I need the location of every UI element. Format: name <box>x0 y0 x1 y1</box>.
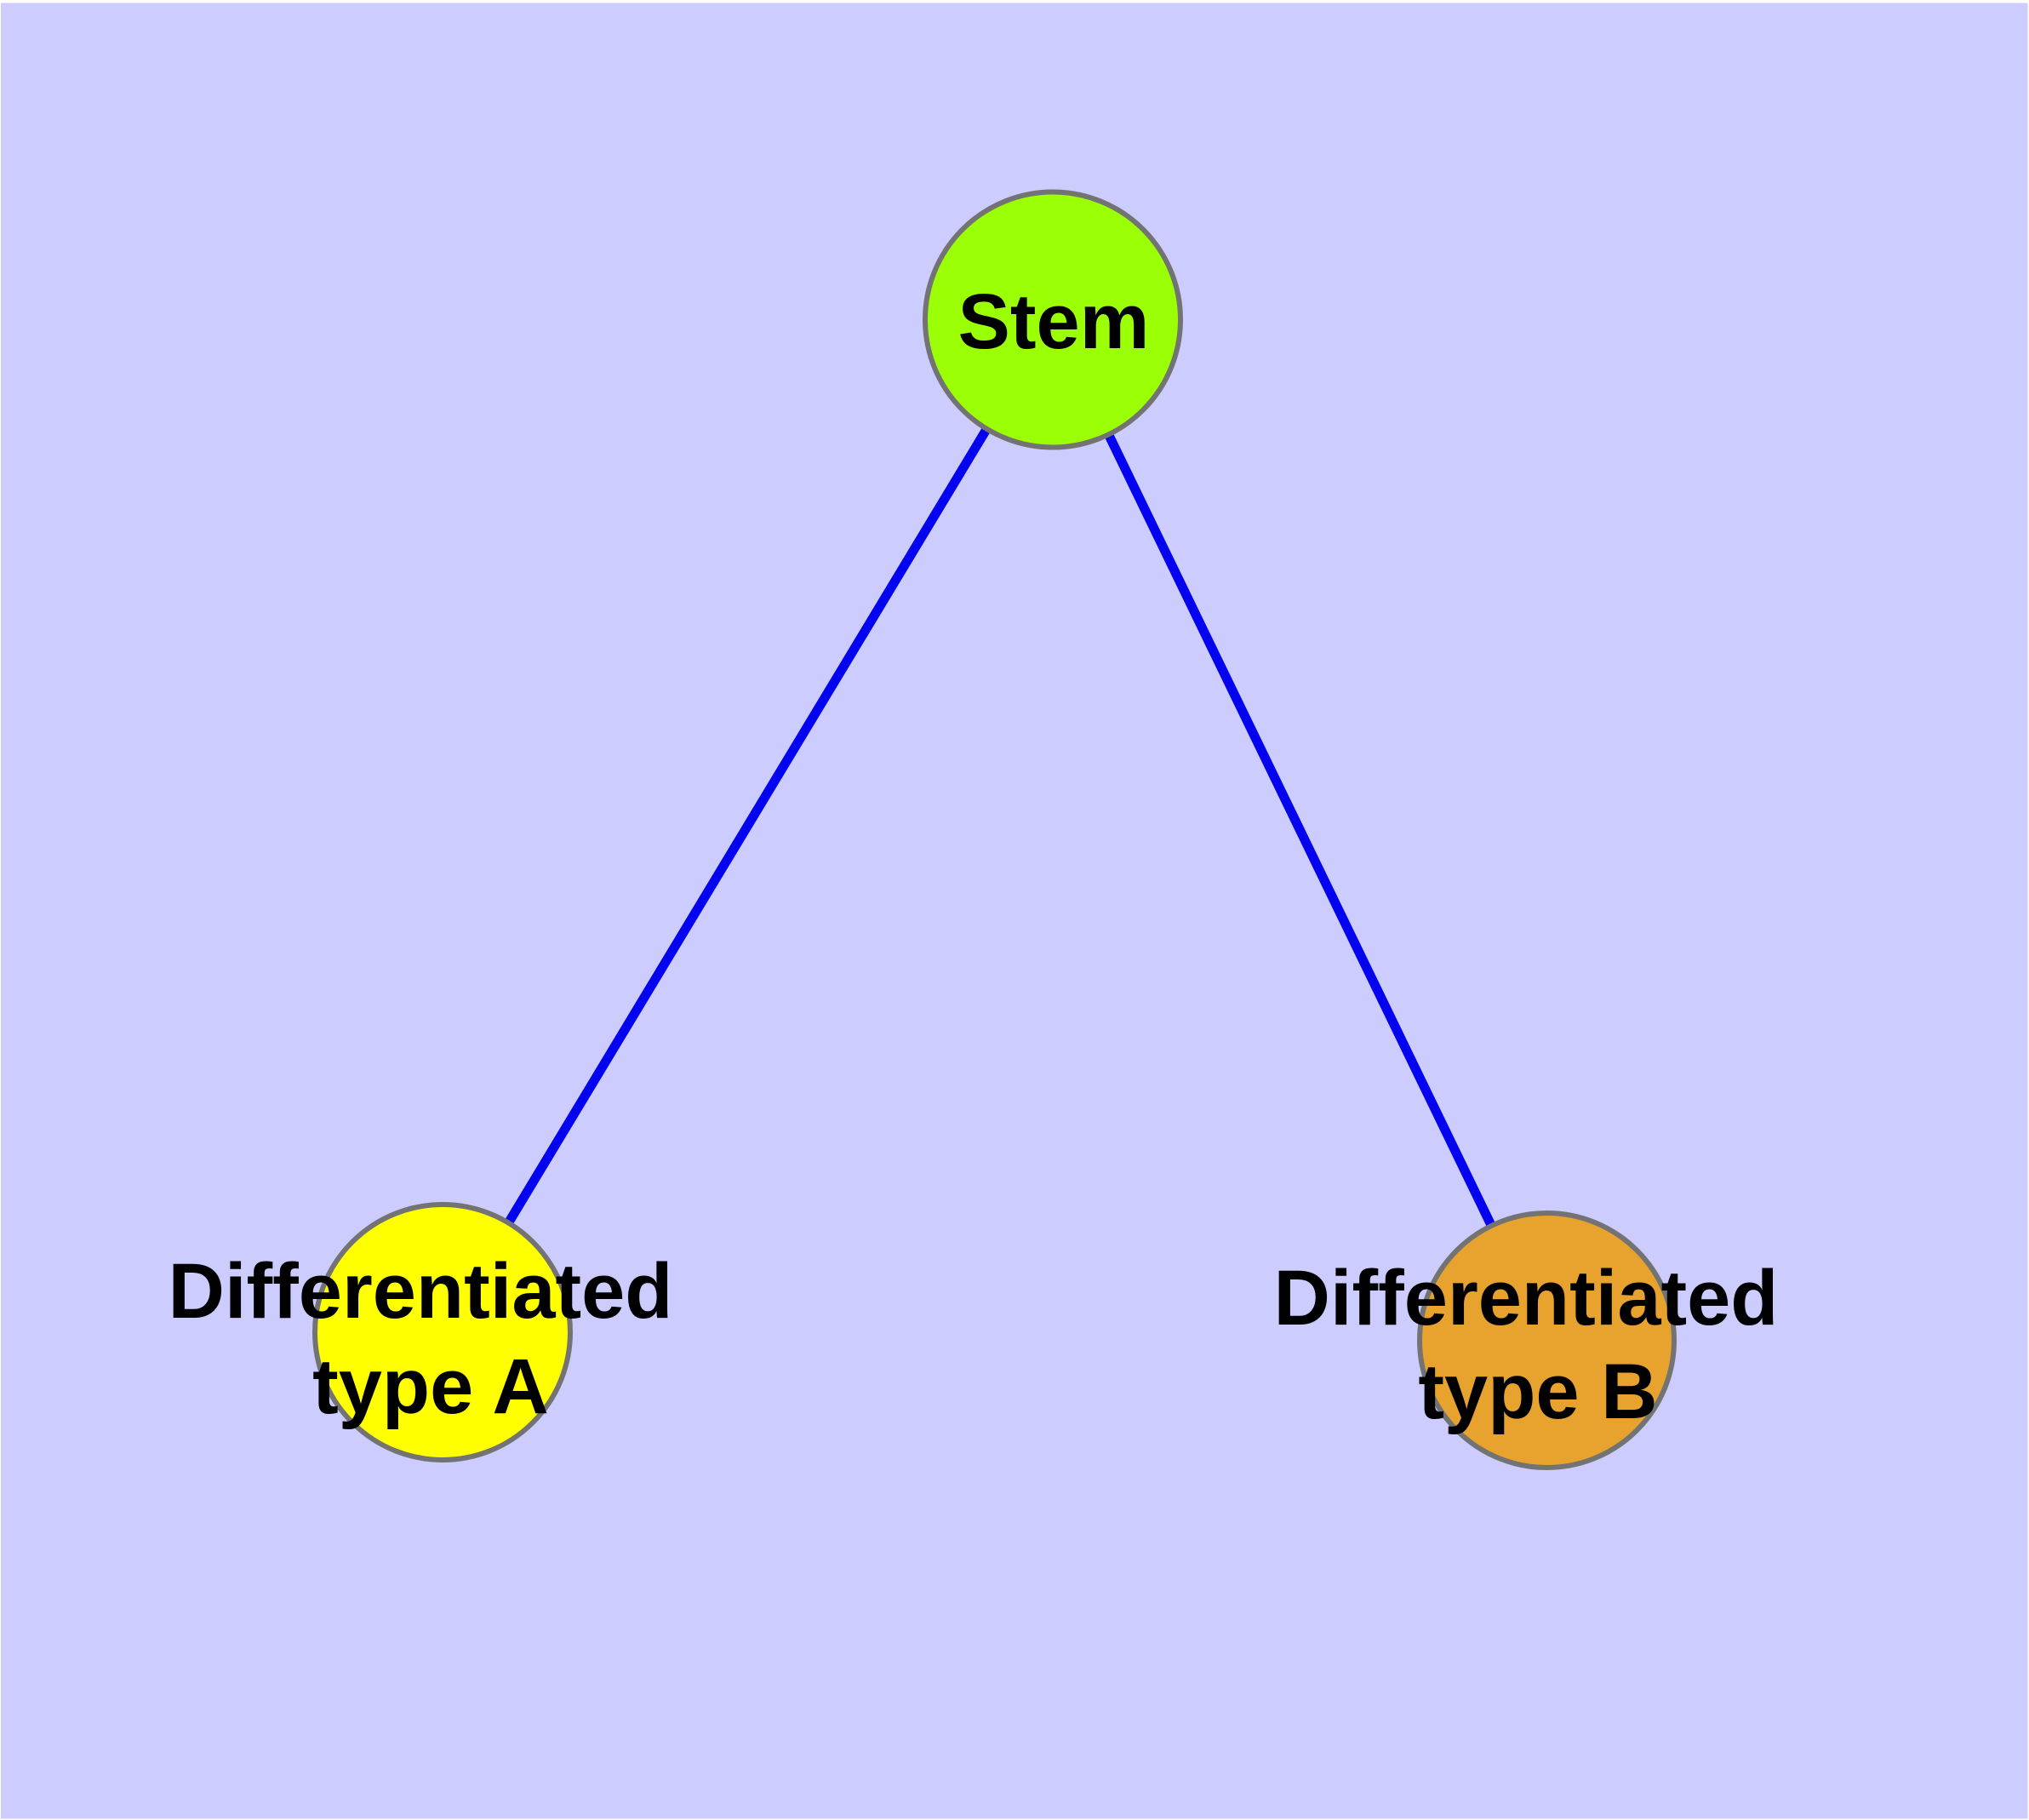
svg-text:Differentiated: Differentiated <box>169 1248 673 1335</box>
svg-text:Differentiated: Differentiated <box>1274 1255 1779 1342</box>
svg-text:Stem: Stem <box>958 278 1150 365</box>
svg-text:type B: type B <box>1418 1348 1657 1435</box>
svg-text:type A: type A <box>312 1343 549 1430</box>
